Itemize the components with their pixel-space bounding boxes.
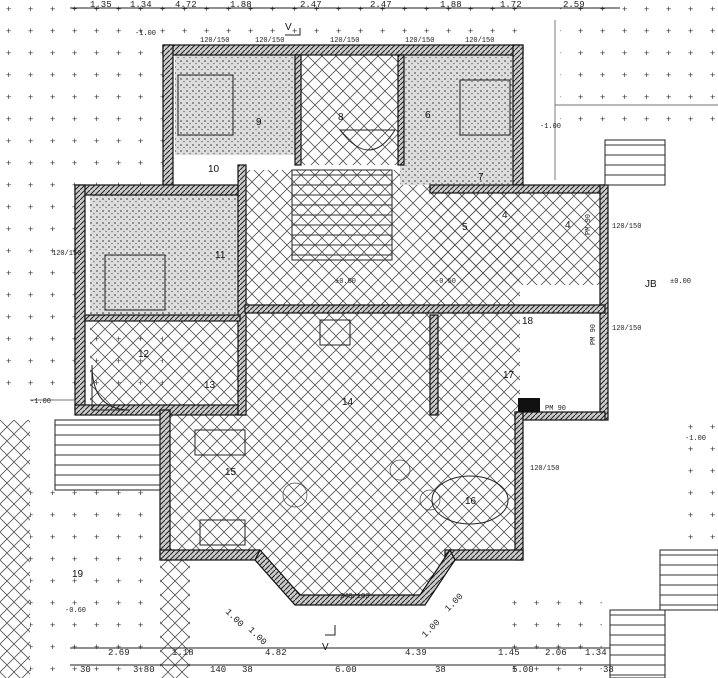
room-number: 9 [256, 117, 262, 128]
dim-label: 38 [242, 665, 253, 675]
window-labels: 120/150 120/150 120/150 120/150 120/150 … [52, 37, 641, 601]
dim-label: 5.00 [512, 665, 534, 675]
section-marker: V [322, 642, 329, 653]
dim-label: 2.47 [300, 0, 322, 10]
level-label: -1.00 [30, 398, 51, 406]
door-label: PM 90 [545, 405, 566, 413]
level-label: -1.00 [685, 435, 706, 443]
dim-label: 1.34 [585, 648, 607, 658]
window-label: 240/180 [340, 593, 369, 601]
window-label: 120/150 [530, 465, 559, 473]
stairs [54, 139, 718, 678]
level-label: ±0.00 [670, 278, 691, 286]
window-label: 120/150 [465, 37, 494, 45]
room-number: 10 [208, 164, 220, 175]
dim-label: 1.35 [90, 0, 112, 10]
room-number: 4 [502, 210, 508, 221]
room-numbers: 9 8 6 10 7 4 5 4 11 12 13 14 15 16 17 18… [72, 110, 571, 580]
window-label: 120/150 [405, 37, 434, 45]
dim-label: 1.00 [246, 625, 268, 647]
level-label: -0.50 [435, 278, 456, 286]
dim-label: 4.72 [175, 0, 197, 10]
dim-label: 1.34 [130, 0, 152, 10]
dim-label: 2.69 [108, 648, 130, 658]
dim-label: 38 [435, 665, 446, 675]
window-label: 120/150 [255, 37, 284, 45]
window-label: 120/150 [612, 325, 641, 333]
room-number: 19 [72, 569, 84, 580]
section-marker-b: JB [645, 279, 657, 290]
floor-finishes [0, 55, 605, 678]
room-number: 17 [503, 370, 515, 381]
room-number: 11 [215, 250, 226, 261]
dim-label: 1.00 [223, 607, 245, 629]
dim-label: 1.00 [443, 592, 465, 614]
dim-label: 1.72 [500, 0, 522, 10]
dim-label: 4.39 [405, 648, 427, 658]
dimension-lines [30, 7, 718, 666]
dim-label: 6.00 [335, 665, 357, 675]
door-label: PM 90 [590, 324, 598, 345]
room-number: 12 [138, 349, 150, 360]
room-number: 16 [465, 496, 477, 507]
room-number: 18 [522, 316, 534, 327]
room-number: 8 [338, 112, 344, 123]
window-label: 120/150 [200, 37, 229, 45]
dim-label: 1.18 [172, 648, 194, 658]
dim-label: 38 [603, 665, 614, 675]
walls [74, 44, 609, 606]
dim-label: 1.88 [230, 0, 252, 10]
level-label: -0.60 [65, 607, 86, 615]
level-label: -1.00 [135, 30, 156, 38]
room-number: 13 [204, 380, 216, 391]
room-number: 7 [478, 172, 484, 183]
room-number: 5 [462, 222, 468, 233]
level-label: -1.00 [540, 123, 561, 131]
door-label: PM 90 [585, 214, 593, 235]
dim-label: 140 [210, 665, 226, 675]
dim-label: 1.45 [498, 648, 520, 658]
dim-label: 2.47 [370, 0, 392, 10]
section-markers: V V JB [285, 22, 657, 653]
dim-label: 3.80 [133, 665, 155, 675]
dim-label: 2.06 [545, 648, 567, 658]
top-dimension-labels: 1.35 1.34 4.72 1.88 2.47 2.47 1.88 1.72 … [90, 0, 585, 10]
window-label: 120/150 [330, 37, 359, 45]
window-label: 120/150 [52, 250, 81, 258]
room-number: 4 [565, 220, 571, 231]
window-label: 120/150 [612, 223, 641, 231]
room-number: 14 [342, 397, 354, 408]
furniture [91, 74, 540, 546]
level-label: ±0.00 [335, 278, 356, 286]
room-number: 6 [425, 110, 431, 121]
dim-label: 4.82 [265, 648, 287, 658]
dim-label: 1.88 [440, 0, 462, 10]
level-markers: -1.00 -1.00 -1.00 -1.00 -0.60 ±0.00 -0.5… [30, 30, 706, 615]
dim-label: 30 [80, 665, 91, 675]
dim-label: 2.59 [563, 0, 585, 10]
section-marker: V [285, 22, 292, 33]
dim-label: 1.00 [420, 618, 442, 640]
room-number: 15 [225, 467, 237, 478]
